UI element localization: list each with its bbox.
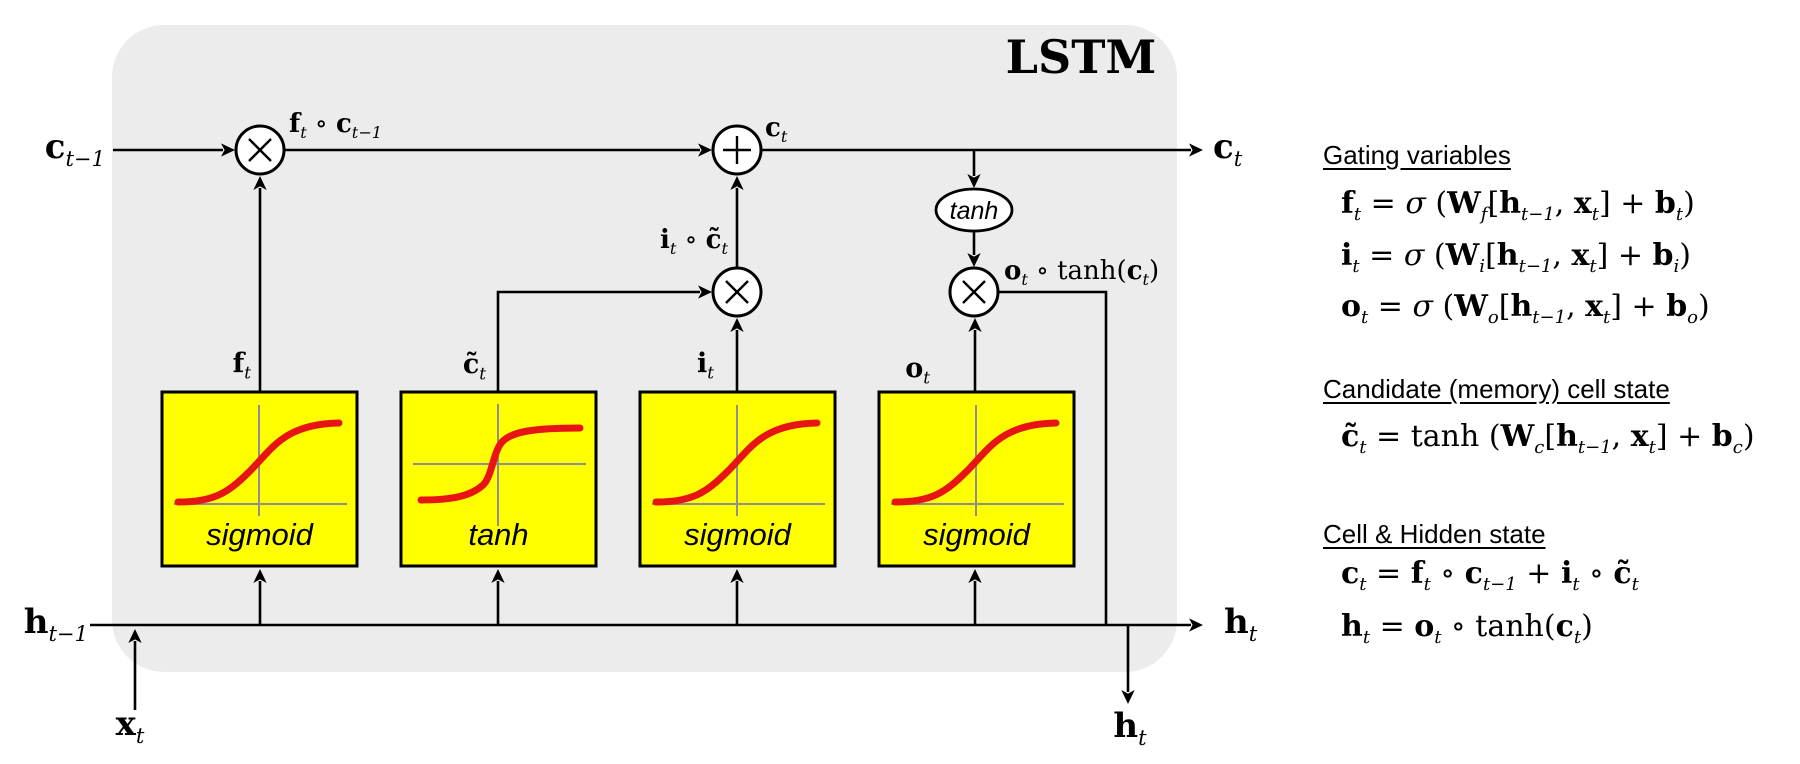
output-product-label: ot ∘ tanh(ct) [1004, 256, 1160, 290]
equation-candidate: c̃t = tanh (Wc[ht−1, xt] + bc) [1341, 419, 1755, 458]
section-heading-states: Cell & Hidden state [1323, 519, 1546, 549]
hidden-state-wire [90, 618, 1203, 710]
plus-icon [723, 136, 751, 164]
output-gate-label: ot [905, 353, 930, 388]
section-heading-gating: Gating variables [1323, 140, 1511, 170]
sigmoid-curve [652, 419, 821, 506]
forget-product-label: ft ∘ ct−1 [289, 109, 383, 143]
tanh-node [934, 187, 1014, 233]
sigmoid-curve [891, 419, 1060, 506]
equation-input: it = σ (Wi[ht−1, xt] + bi) [1341, 238, 1691, 277]
mini-plot-axes [174, 404, 1064, 526]
activation-curves [174, 419, 1060, 506]
multiply-icon [962, 280, 986, 304]
forget-gate-label: ft [232, 348, 251, 383]
gate-input-wires [253, 569, 982, 625]
candidate-label: c̃t [462, 349, 486, 384]
operator-nodes: tanh [234, 124, 1014, 318]
gate-boxes [160, 390, 1076, 568]
multiply-icon [725, 280, 749, 304]
input-product-label: it ∘ c̃t [660, 225, 728, 259]
hidden-state-bottom-output-label: ht [1113, 706, 1147, 750]
gate-output-wires [253, 151, 1108, 626]
section-heading-candidate: Candidate (memory) cell state [1323, 374, 1670, 404]
input-gate-label: it [697, 348, 714, 383]
tanh-node-label: tanh [950, 197, 999, 225]
sigmoid-curve [174, 419, 343, 506]
equation-forget: ft = σ (Wf[ht−1, xt] + bt) [1341, 186, 1695, 225]
equation-hidden-state: ht = ot ∘ tanh(ct) [1341, 609, 1593, 648]
hidden-state-input-label: ht−1 [23, 602, 88, 646]
forget-activation-label: sigmoid [206, 517, 313, 552]
equation-cell-state: ct = ft ∘ ct−1 + it ∘ c̃t [1341, 556, 1639, 595]
new-cell-state-label: ct [765, 113, 788, 147]
cell-state-input-label: ct−1 [44, 127, 105, 171]
equation-output: ot = σ (Wo[ht−1, xt] + bo) [1341, 289, 1710, 328]
x-input-label: xt [115, 704, 145, 748]
candidate-activation-label: tanh [468, 517, 529, 552]
output-activation-label: sigmoid [923, 517, 1030, 552]
hidden-state-output-label: ht [1224, 602, 1258, 646]
multiply-icon [248, 138, 272, 162]
lstm-title: LSTM [1005, 30, 1157, 84]
cell-state-output-label: ct [1213, 127, 1243, 171]
input-activation-label: sigmoid [684, 517, 791, 552]
tanh-curve [417, 424, 584, 504]
